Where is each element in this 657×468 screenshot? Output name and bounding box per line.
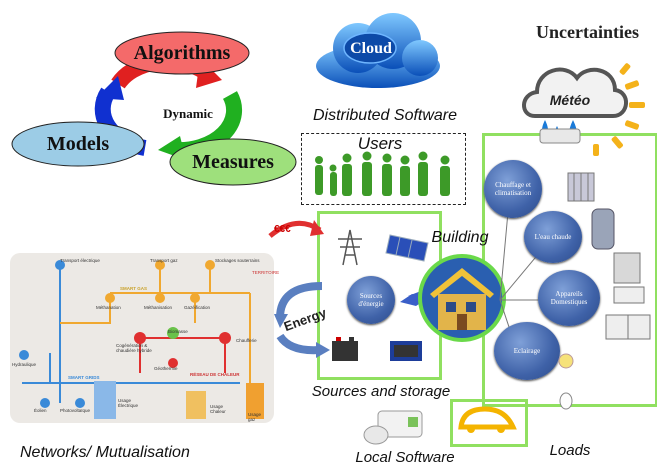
dynamic-label: Dynamic — [163, 106, 213, 121]
net-label-transport-gaz: Transport gaz — [150, 258, 178, 263]
pylon-icon — [338, 229, 362, 266]
users-silhouettes-icon — [315, 151, 450, 196]
house-icon — [400, 254, 506, 342]
sources-node: Sources d'énergie — [347, 276, 395, 324]
electric-car-icon — [458, 406, 517, 433]
battery-icon — [332, 337, 358, 361]
sources-icons — [332, 229, 429, 361]
net-label-reseau-chaleur: RÉSEAU DE CHALEUR — [190, 372, 240, 377]
load-node-heating: Chauffage et climatisation — [484, 160, 542, 218]
gas-building-icon — [246, 383, 264, 419]
car-frame — [450, 399, 528, 447]
load-node-appliances: Appareils Domestiques — [538, 270, 600, 326]
water-heater-icon — [591, 208, 615, 250]
net-label-territoire: TERRITOIRE — [252, 270, 280, 275]
radiator-icon — [567, 172, 595, 202]
net-label-smart-grids: SMART GRIDS — [68, 375, 100, 380]
sources-caption: Sources and storage — [311, 383, 451, 400]
net-label-transport-elec: Transport électrique — [60, 258, 100, 263]
users-box — [301, 133, 466, 205]
net-label-biomasse: Biomasse — [168, 329, 188, 334]
heat-building-icon — [186, 391, 206, 419]
net-label-stockages: Stockages souterrains — [215, 258, 260, 263]
energy-cycle-icon — [274, 282, 330, 358]
net-label-hydraulique: Hydraulique — [12, 362, 37, 367]
load-node-hot-water: L'eau chaude — [524, 211, 582, 263]
loads-caption: Loads — [549, 442, 591, 459]
washer-icon — [605, 314, 629, 340]
net-label-usage-elec: Usage Électrique — [118, 398, 139, 408]
cloud-icon — [316, 13, 440, 88]
microwave-icon — [613, 286, 645, 304]
networks-caption: Networks/ Mutualisation — [20, 444, 190, 461]
net-label-geothermie: Géothermie — [154, 366, 178, 371]
local-device-icon — [363, 410, 423, 445]
net-label-methanisation: Méthanisation — [144, 305, 173, 310]
net-label-eolien: Éolien — [34, 408, 47, 413]
uncertainties-title: Uncertainties — [536, 22, 639, 42]
electric-building-icon — [94, 381, 116, 419]
net-label-usage-gaz: Usage gaz — [248, 412, 262, 422]
network-nodes — [19, 260, 231, 408]
net-label-chaufferie: Chaufferie — [236, 338, 257, 343]
cycle-diagram — [11, 31, 297, 186]
net-label-cogeneration: Cogénération & chaudière hybride — [116, 343, 152, 353]
euro-arrow-icon: €€€ — [268, 220, 324, 238]
meteo-label: Météo — [549, 92, 591, 108]
svg-text:€€€: €€€ — [274, 224, 291, 235]
cloud-label: Cloud — [350, 40, 392, 57]
models-ellipse — [11, 121, 145, 167]
cfl-bulb-icon — [559, 392, 573, 410]
algorithms-label: Algorithms — [133, 41, 231, 64]
net-label-gazeification: Gazéification — [184, 305, 211, 310]
distributed-software-caption: Distributed Software — [312, 107, 458, 124]
measures-label: Measures — [192, 150, 274, 173]
net-label-usage-chaleur: Usage Chaleur — [210, 404, 226, 414]
bulb-icon — [558, 353, 574, 369]
building-label: Building — [431, 229, 489, 246]
stove-icon — [613, 252, 641, 284]
load-node-lighting: Eclairage — [494, 322, 560, 380]
users-label: Users — [357, 134, 403, 153]
appliance-icons — [539, 128, 651, 410]
solar-panel-icon — [385, 234, 429, 262]
ac-unit-icon — [539, 128, 581, 144]
algorithms-ellipse — [114, 31, 250, 75]
net-label-methanation: Méthanation — [96, 305, 121, 310]
networks-lines — [19, 260, 264, 419]
weather-icon — [522, 63, 645, 156]
models-label: Models — [46, 132, 110, 155]
net-label-photovoltaique: Photovoltaïque — [60, 408, 91, 413]
local-software-caption: Local Software — [355, 449, 455, 466]
net-label-smart-gas: SMART GAS — [120, 286, 147, 291]
measures-ellipse — [169, 138, 297, 186]
generator-icon — [390, 341, 422, 361]
